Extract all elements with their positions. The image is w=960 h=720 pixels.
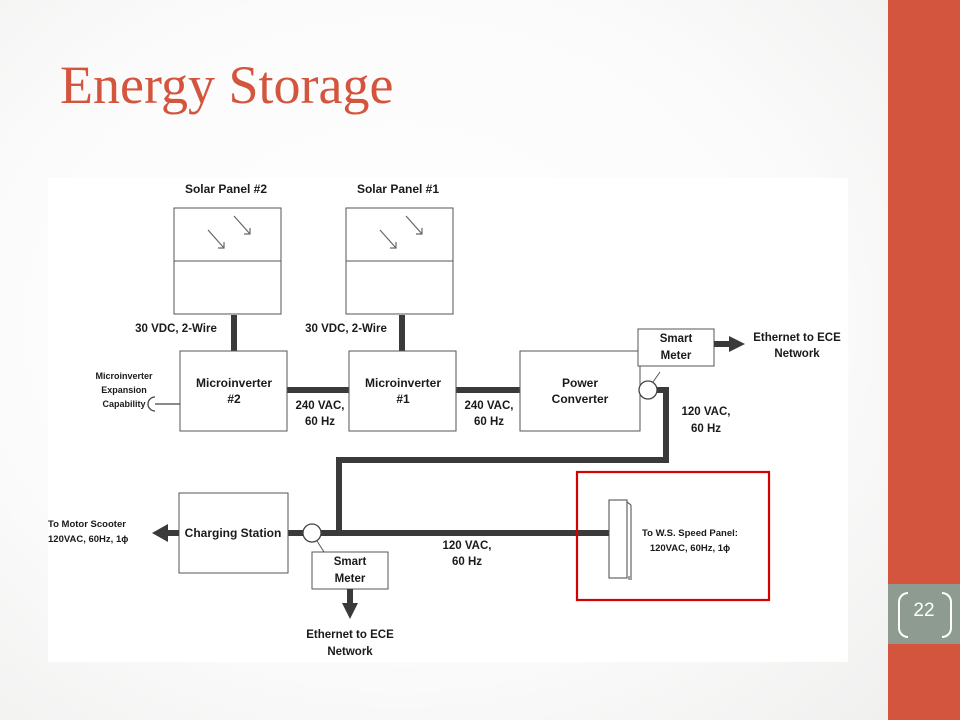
dc-label-1: 30 VDC, 2-Wire <box>305 323 387 335</box>
microinverter-1-box <box>348 350 457 432</box>
page-number: 22 <box>913 600 935 621</box>
charging-station-label: Charging Station <box>185 526 282 540</box>
wire-meter-to-bus <box>336 387 669 533</box>
meter-link-top <box>652 371 661 383</box>
arrow-down-icon <box>342 589 358 619</box>
smart-meter-top-line2: Meter <box>661 350 692 362</box>
energy-storage-diagram: Solar Panel #2 Solar Panel #1 30 VDC, 2-… <box>48 178 848 662</box>
expansion-port-icon <box>147 396 156 412</box>
meter-link-bottom <box>316 540 325 553</box>
motor-scooter-line1: To Motor Scooter <box>48 519 126 530</box>
ac-120-bottom-line1: 120 VAC, <box>442 540 491 552</box>
ethernet-bottom-line1: Ethernet to ECE <box>306 629 394 641</box>
microinverter-1-label-line1: Microinverter <box>365 376 441 390</box>
smart-meter-bottom-box <box>311 551 389 590</box>
solar-panel-2 <box>173 207 282 315</box>
motor-scooter-line2: 120VAC, 60Hz, 1ϕ <box>48 534 128 545</box>
power-converter-label-line1: Power <box>562 376 598 390</box>
ac-label-b-line2: 60 Hz <box>474 416 504 428</box>
highlight-box <box>575 470 771 602</box>
smart-meter-bottom-line1: Smart <box>334 556 367 568</box>
ac-label-a-line2: 60 Hz <box>305 416 335 428</box>
speed-panel-line2: 120VAC, 60Hz, 1ϕ <box>650 543 730 554</box>
arrow-left-icon <box>152 524 179 542</box>
expansion-label-line2: Expansion <box>101 385 147 395</box>
ac-120-right-line1: 120 VAC, <box>681 406 730 418</box>
arrow-right-icon <box>714 336 745 352</box>
expansion-label-line1: Microinverter <box>95 371 153 381</box>
sun-ray-icon <box>379 215 423 249</box>
ethernet-bottom-line2: Network <box>327 646 373 658</box>
power-converter-box <box>519 350 641 432</box>
microinverter-2-label-line1: Microinverter <box>196 376 272 390</box>
sun-ray-icon <box>207 215 251 249</box>
ac-label-b-line1: 240 VAC, <box>464 400 513 412</box>
charging-station-box <box>178 492 289 574</box>
ac-label-a-line1: 240 VAC, <box>295 400 344 412</box>
power-converter-label-line2: Converter <box>552 392 609 406</box>
speed-panel-line1: To W.S. Speed Panel: <box>642 528 738 539</box>
solar-panel-1 <box>345 207 454 315</box>
solar-panel-1-label: Solar Panel #1 <box>357 182 439 196</box>
microinverter-1-label-line2: #1 <box>396 392 410 406</box>
ac-120-bottom-line2: 60 Hz <box>452 556 482 568</box>
smart-meter-bottom-line2: Meter <box>335 573 366 585</box>
speed-panel-device <box>608 499 632 580</box>
microinverter-2-box <box>179 350 288 432</box>
ac-120-right-line2: 60 Hz <box>691 423 721 435</box>
meter-node-top <box>638 380 658 400</box>
dc-label-2: 30 VDC, 2-Wire <box>135 323 217 335</box>
page-number-bracket-right <box>942 592 952 638</box>
smart-meter-top-box <box>637 328 715 367</box>
expansion-label-line3: Capability <box>102 399 145 409</box>
ethernet-top-line1: Ethernet to ECE <box>753 332 841 344</box>
microinverter-2-label-line2: #2 <box>227 392 241 406</box>
solar-panel-2-label: Solar Panel #2 <box>185 182 267 196</box>
meter-node-bottom <box>302 523 322 543</box>
smart-meter-top-line1: Smart <box>660 333 693 345</box>
ethernet-top-line2: Network <box>774 348 820 360</box>
slide-title: Energy Storage <box>60 55 394 115</box>
page-number-bracket-left <box>898 592 908 638</box>
